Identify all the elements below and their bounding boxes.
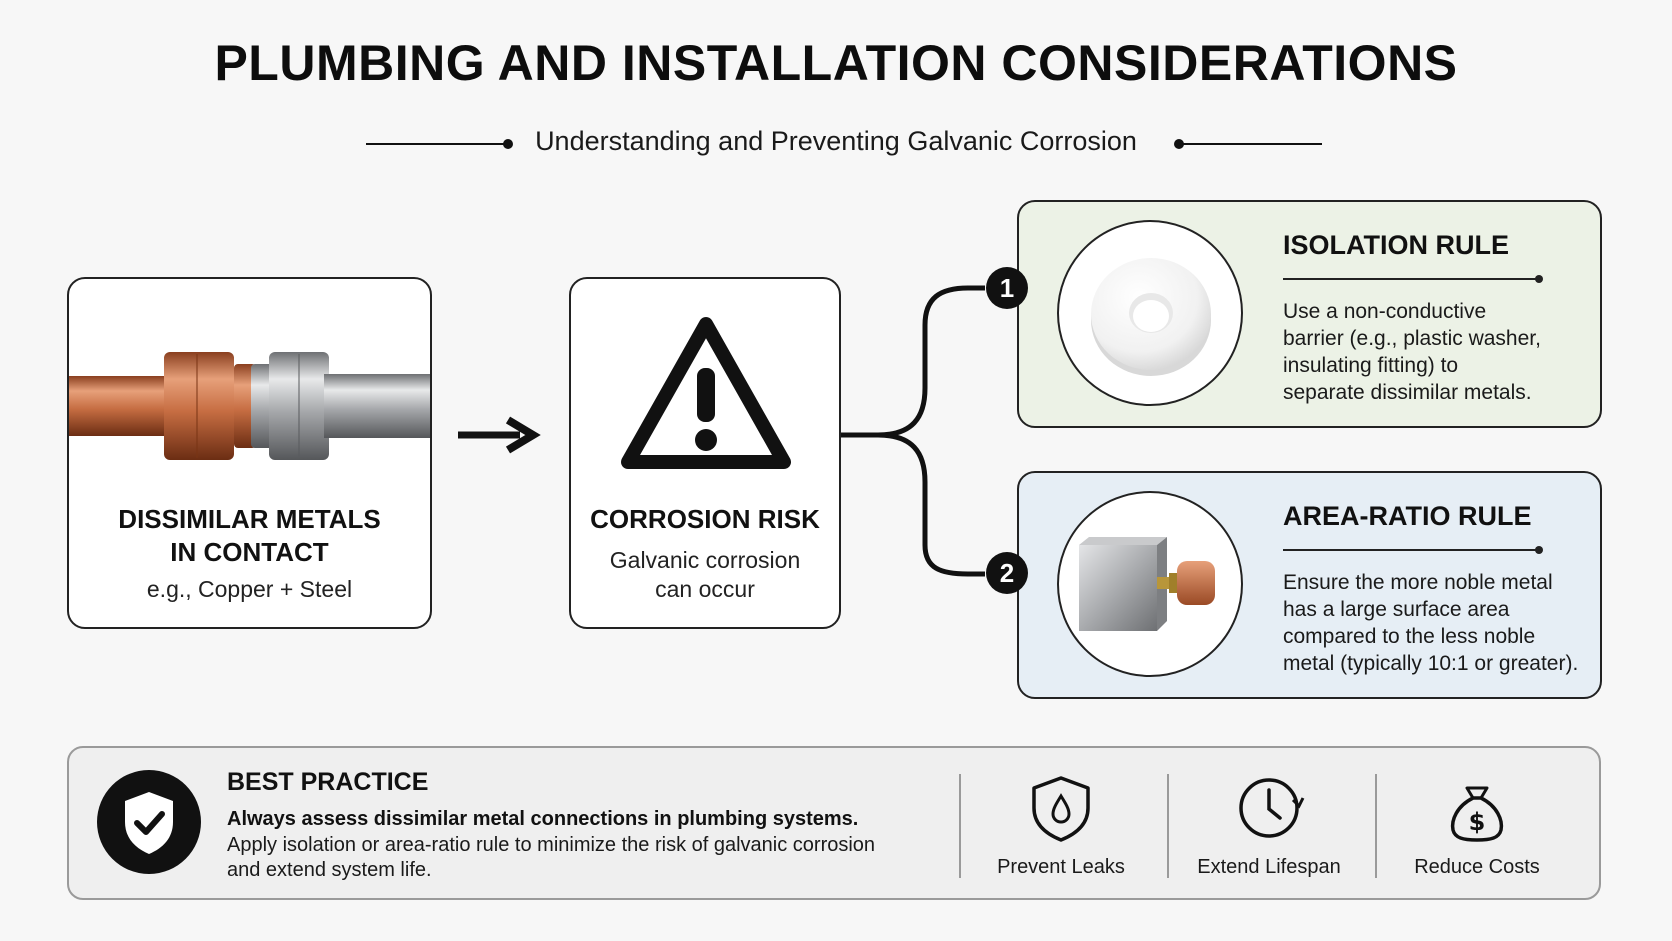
best-practice-text: Apply isolation or area-ratio rule to mi… <box>227 834 876 881</box>
rule-number-badge-2: 2 <box>986 552 1028 594</box>
benefit-label-1: Prevent Leaks <box>997 856 1125 878</box>
area-ratio-rule-divider-dot <box>1535 546 1543 554</box>
subtitle-line-left <box>366 143 506 145</box>
metal-block-icon <box>1057 491 1243 677</box>
pipe-joint-illustration <box>69 352 430 460</box>
metals-title-line2: IN CONTACT <box>170 537 329 567</box>
svg-text:$: $ <box>1469 808 1486 836</box>
subtitle-line-right <box>1180 143 1322 145</box>
metals-title-line1: DISSIMILAR METALS <box>118 504 381 534</box>
area-ratio-rule-divider <box>1283 549 1539 551</box>
benefit-reduce-costs: $ Reduce Costs <box>1377 772 1577 882</box>
risk-title: CORROSION RISK <box>590 504 820 534</box>
risk-text-line1: Galvanic corrosion <box>609 547 801 573</box>
subtitle-dot-left <box>503 139 513 149</box>
benefit-label-3: Reduce Costs <box>1414 856 1540 878</box>
benefit-prevent-leaks: Prevent Leaks <box>961 772 1161 882</box>
branch-connector <box>840 285 985 577</box>
divider-2 <box>1167 774 1169 878</box>
clock-icon <box>1239 778 1305 838</box>
washer-icon <box>1057 220 1243 406</box>
arrow-right-icon <box>458 416 541 454</box>
isolation-rule-card: ISOLATION RULE Use a non-conductive barr… <box>1017 200 1602 428</box>
benefit-label-2: Extend Lifespan <box>1197 856 1341 878</box>
rule-number-badge-1: 1 <box>986 267 1028 309</box>
area-ratio-rule-card: AREA-RATIO RULE Ensure the more noble me… <box>1017 471 1602 699</box>
money-bag-icon: $ <box>1450 786 1504 842</box>
divider-3 <box>1375 774 1377 878</box>
subtitle-dot-right <box>1174 139 1184 149</box>
best-practice-strong: Always assess dissimilar metal connectio… <box>227 808 859 830</box>
dissimilar-metals-card: DISSIMILAR METALS IN CONTACT e.g., Coppe… <box>67 277 432 629</box>
best-practice-panel: BEST PRACTICE Always assess dissimilar m… <box>67 746 1601 900</box>
page-title: PLUMBING AND INSTALLATION CONSIDERATIONS <box>214 35 1458 91</box>
isolation-rule-divider <box>1283 278 1539 280</box>
page-subtitle: Understanding and Preventing Galvanic Co… <box>535 126 1137 156</box>
shield-drop-icon <box>1032 776 1090 842</box>
metals-example: e.g., Copper + Steel <box>146 576 353 602</box>
area-ratio-rule-title: AREA-RATIO RULE <box>1283 501 1532 531</box>
risk-text-line2: can occur <box>655 576 755 602</box>
isolation-rule-divider-dot <box>1535 275 1543 283</box>
shield-check-icon <box>97 770 201 874</box>
corrosion-risk-card: CORROSION RISK Galvanic corrosion can oc… <box>569 277 841 629</box>
divider-1 <box>959 774 961 878</box>
isolation-rule-text: Use a non-conductive barrier (e.g., plas… <box>1283 300 1541 404</box>
area-ratio-rule-text: Ensure the more noble metal has a large … <box>1283 571 1579 675</box>
subtitle-row: Understanding and Preventing Galvanic Co… <box>0 122 1672 166</box>
warning-icon <box>621 317 791 469</box>
isolation-rule-title: ISOLATION RULE <box>1283 230 1509 260</box>
benefit-extend-lifespan: Extend Lifespan <box>1169 772 1369 882</box>
best-practice-title: BEST PRACTICE <box>227 768 429 796</box>
